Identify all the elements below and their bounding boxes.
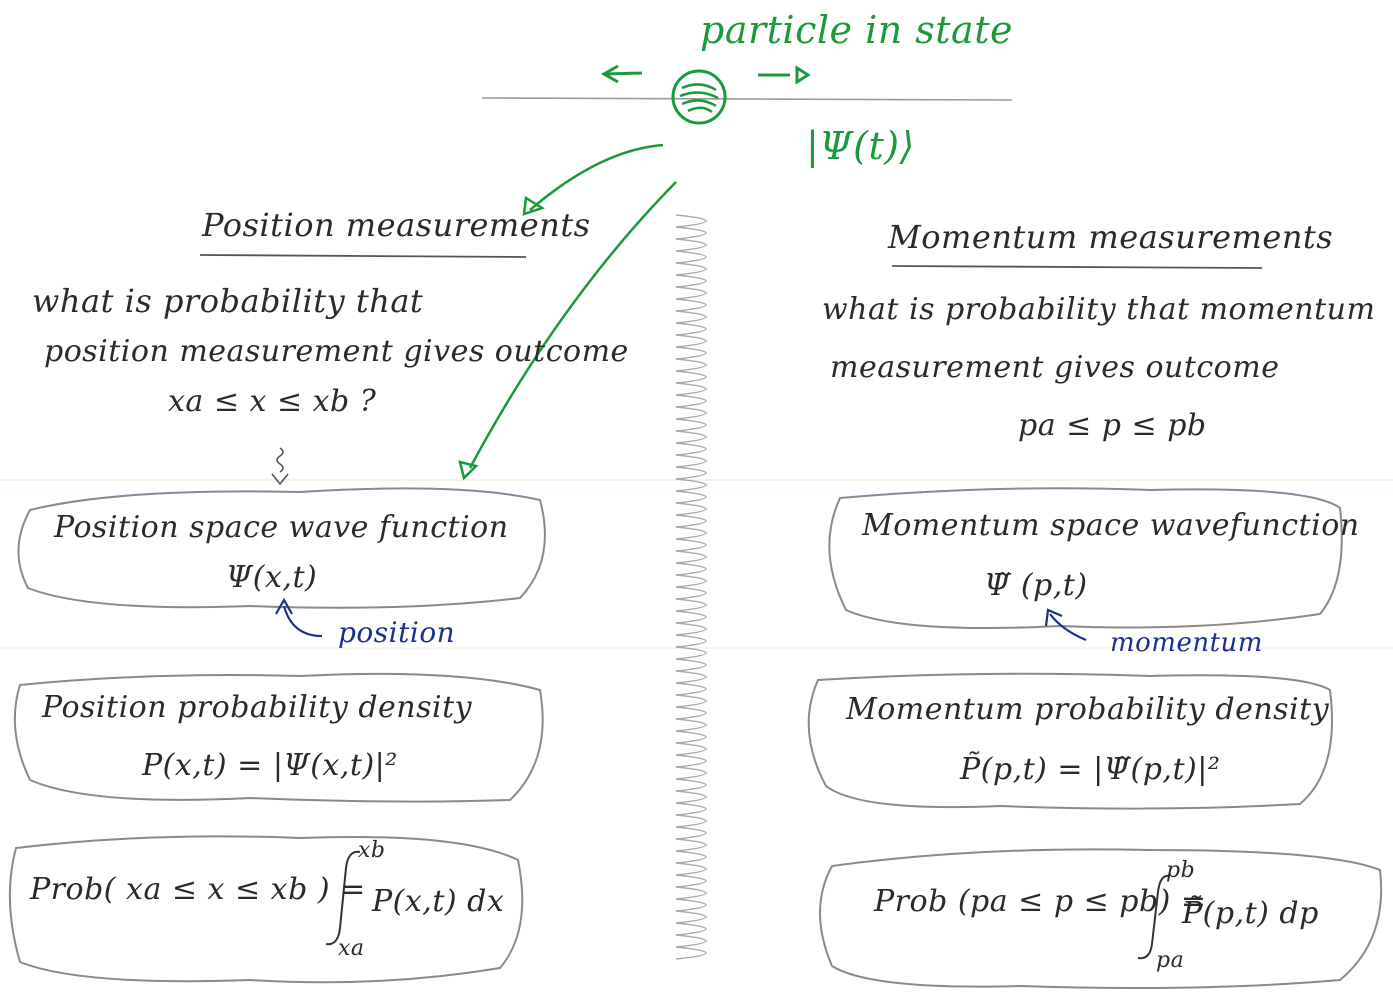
arrow-to-position-wavefunction	[458, 181, 677, 481]
heading-momentum-measurements: Momentum measurements	[888, 218, 1334, 256]
momentum-prob-lower: pa	[1156, 948, 1185, 973]
state-ket: |Ψ(t)⟩	[806, 124, 915, 168]
position-note: position	[338, 616, 456, 649]
spring-divider	[675, 214, 707, 960]
momentum-density-label: Momentum probability density	[846, 692, 1330, 727]
left-arrow-icon	[600, 64, 643, 84]
momentum-wavefunction-label: Momentum space wavefunction	[862, 508, 1360, 543]
title-particle-in-state: particle in state	[700, 8, 1013, 52]
squiggle-arrow-icon	[271, 447, 289, 486]
blob-position-wavefunction	[17, 487, 546, 609]
position-prob-upper: xb	[358, 838, 386, 863]
arrow-to-position-heading	[522, 143, 664, 216]
position-wavefunction-label: Position space wave function	[54, 510, 509, 545]
momentum-prob-left: Prob (pa ≤ p ≤ pb) =	[874, 884, 1207, 919]
underline-position	[199, 254, 527, 258]
position-wavefunction-symbol: Ψ(x,t)	[226, 560, 318, 595]
momentum-wavefunction-symbol: Ψ̃ (p,t)	[984, 568, 1088, 603]
blob-momentum-density	[807, 672, 1333, 810]
position-question-line3: xa ≤ x ≤ xb ?	[168, 384, 377, 419]
position-question-line1: what is probability that	[32, 282, 424, 320]
arrow-position-note	[275, 597, 323, 638]
blob-position-density	[13, 672, 544, 803]
integral-sign-left	[325, 850, 361, 946]
position-prob-integrand: P(x,t) dx	[372, 884, 505, 919]
position-prob-left: Prob( xa ≤ x ≤ xb ) =	[30, 872, 366, 907]
momentum-question-line3: pa ≤ p ≤ pb	[1018, 408, 1207, 443]
blob-momentum-wavefunction	[828, 487, 1343, 629]
momentum-prob-upper: pb	[1166, 858, 1196, 883]
position-density-formula: P(x,t) = |Ψ(x,t)|²	[142, 748, 398, 783]
arrow-momentum-note	[1044, 608, 1087, 642]
momentum-density-formula: P̃(p,t) = |Ψ̃(p,t)|²	[960, 752, 1221, 787]
track-line	[481, 97, 1013, 101]
momentum-question-line1: what is probability that momentum	[822, 292, 1376, 327]
blob-momentum-probability	[819, 848, 1383, 989]
right-arrow-icon	[758, 65, 811, 85]
blob-position-probability	[8, 835, 524, 984]
position-prob-lower: xa	[338, 936, 365, 961]
underline-momentum	[891, 265, 1263, 269]
integral-sign-right	[1137, 874, 1171, 960]
particle-icon	[671, 69, 727, 125]
momentum-question-line2: measurement gives outcome	[830, 350, 1280, 385]
momentum-prob-integrand: P̃(p,t) dp	[1182, 896, 1319, 931]
position-question-line2: position measurement gives outcome	[44, 334, 629, 369]
position-density-label: Position probability density	[42, 690, 473, 725]
momentum-note: momentum	[1110, 628, 1263, 658]
heading-position-measurements: Position measurements	[202, 206, 591, 244]
